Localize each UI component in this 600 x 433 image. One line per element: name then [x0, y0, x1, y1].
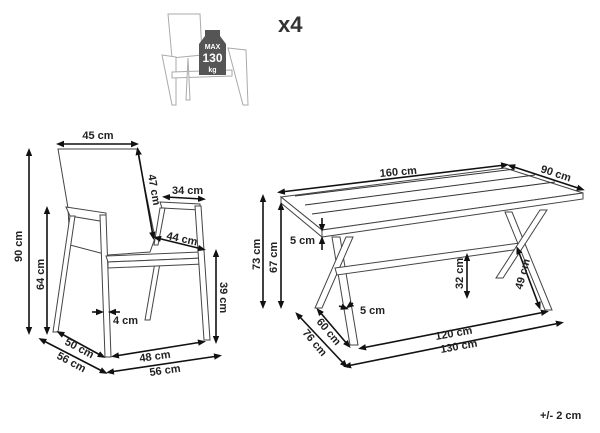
- table-stretcher-height-label: 32 cm: [454, 258, 466, 289]
- table-leg-height-label: 67 cm: [268, 242, 280, 273]
- chair-backrest-width-label: 45 cm: [82, 130, 113, 142]
- chair-seat-depth-label: 44 cm: [165, 230, 198, 248]
- chair-seat-height-label: 39 cm: [217, 282, 229, 313]
- chair-armrest-length-label: 34 cm: [172, 185, 203, 197]
- tolerance-note: +/- 2 cm: [540, 410, 581, 422]
- stacked-chair-icon: MAX 130 kg: [161, 13, 249, 106]
- table-leg-width-label: 5 cm: [360, 305, 385, 317]
- max-load-label: MAX: [205, 44, 221, 51]
- table-length-label: 160 cm: [379, 165, 417, 180]
- quantity-label: x4: [278, 12, 303, 37]
- weight-tag-icon: [199, 30, 226, 75]
- max-load-unit: kg: [208, 67, 216, 74]
- chair-armrest-height-label: 64 cm: [35, 259, 47, 290]
- chair-total-height-label: 90 cm: [13, 231, 25, 262]
- chair-drawing: [52, 148, 211, 358]
- chair-dimensions: 45 cm 47 cm 34 cm 44 cm 90 cm 64 cm 39 c…: [13, 130, 229, 379]
- chair-total-width-label: 56 cm: [149, 363, 182, 379]
- chair-backrest-height-label: 47 cm: [145, 173, 162, 206]
- table-total-height-label: 73 cm: [251, 239, 263, 270]
- max-load-value: 130: [202, 51, 222, 65]
- table-top-thickness-label: 5 cm: [290, 235, 315, 247]
- chair-leg-width-label: 4 cm: [113, 315, 138, 327]
